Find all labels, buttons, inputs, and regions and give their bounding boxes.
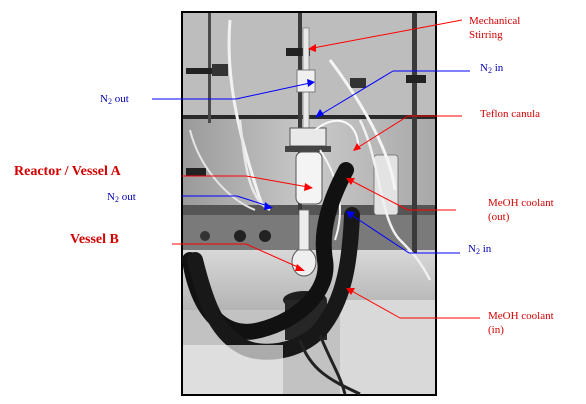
reactor-flange xyxy=(285,146,331,152)
label-vessel-b: Vessel B xyxy=(70,232,119,247)
knob-1 xyxy=(234,230,246,242)
vessel-b xyxy=(291,247,317,277)
arrow-mechanical-stirring xyxy=(312,19,463,49)
clamp-3 xyxy=(406,75,426,83)
coolant-hose-in xyxy=(187,207,360,360)
annotation-arrows xyxy=(152,19,480,319)
label-meoh-coolant-out: MeOH coolant (out) xyxy=(488,197,554,223)
clamp-1 xyxy=(186,68,216,74)
tubing-4 xyxy=(358,119,432,281)
tubing-5 xyxy=(189,129,256,211)
cable-2 xyxy=(318,334,347,395)
label-reactor-vessel-a: Reactor / Vessel A xyxy=(14,164,121,179)
clamp-4 xyxy=(350,78,366,88)
label-n2-in-bottom: N2 in xyxy=(468,243,492,256)
knob-3 xyxy=(200,231,210,241)
tubing-3 xyxy=(328,59,397,191)
label-mechanical-stirring: Mechanical Stirring xyxy=(469,15,521,41)
cabinet xyxy=(340,300,435,394)
label-teflon-canula: Teflon canula xyxy=(480,108,541,120)
stand-rod-center xyxy=(298,13,302,213)
floor-glare xyxy=(183,345,283,394)
label-n2-out-middle: N2 out xyxy=(107,191,136,204)
knob-2 xyxy=(259,230,271,242)
reactor-head xyxy=(289,127,327,147)
reactor-vessel xyxy=(295,151,323,205)
clamp-6 xyxy=(286,48,310,56)
clamp-2 xyxy=(212,64,228,76)
clamp-5 xyxy=(186,168,206,176)
teflon-canula-tube xyxy=(314,119,360,151)
cable-1 xyxy=(298,339,361,396)
label-meoh-coolant-in: MeOH coolant (in) xyxy=(488,310,554,336)
connecting-tube xyxy=(298,209,310,251)
tubing-2 xyxy=(238,119,271,212)
label-n2-in-top: N2 in xyxy=(480,62,504,75)
tubing-1 xyxy=(227,19,264,206)
stirrer-bearing xyxy=(296,69,316,93)
label-n2-out-left: N2 out xyxy=(100,93,129,106)
stand-rod-right xyxy=(412,13,417,253)
